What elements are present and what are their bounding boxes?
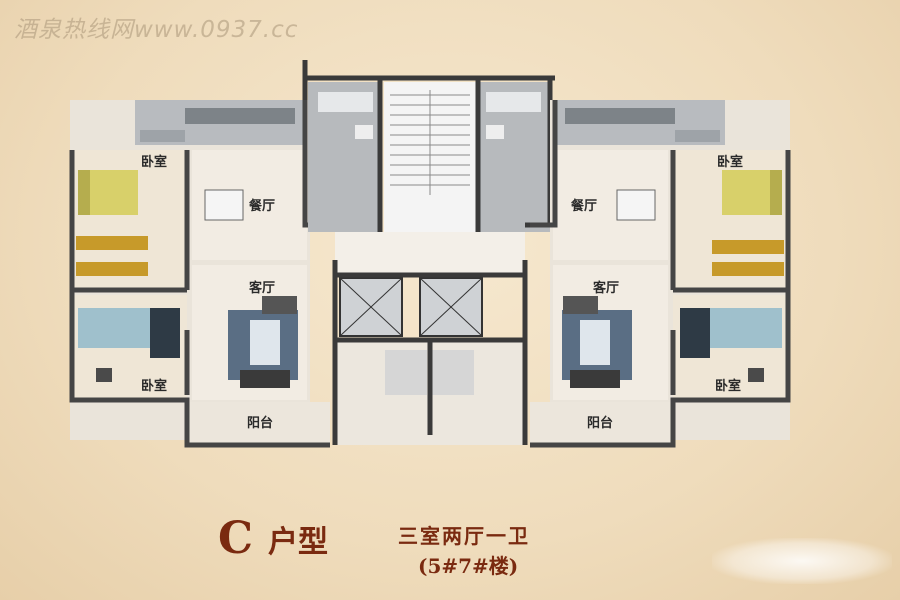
label-bedroom-left-top: 卧室: [141, 154, 167, 170]
label-bedroom-right-top: 卧室: [717, 154, 743, 170]
right-wardrobe-1: [712, 240, 784, 254]
center-core: [302, 60, 555, 445]
plan-building-numbers: (5#7#楼): [418, 554, 519, 578]
label-balcony-right: 阳台: [587, 415, 613, 431]
plan-room-count: 三室两厅一卫: [398, 524, 530, 548]
label-dining-left: 餐厅: [248, 198, 275, 214]
plan-type-label: 户型: [268, 525, 328, 560]
right-balcony: [530, 402, 675, 444]
label-balcony-left: 阳台: [247, 415, 273, 431]
label-bedroom-right-bottom: 卧室: [715, 378, 741, 394]
watermark-text: 酒泉热线网www.0937.cc: [14, 17, 299, 43]
label-bedroom-left-bottom: 卧室: [141, 378, 167, 394]
left-unit: [69, 100, 330, 448]
label-living-right: 客厅: [593, 280, 619, 296]
corridor: [335, 232, 525, 274]
right-dining-table: [616, 189, 656, 221]
right-unit: [530, 100, 791, 448]
left-wardrobe-2: [76, 262, 148, 276]
left-dining-table: [204, 189, 244, 221]
plan-type-letter: C: [218, 513, 254, 564]
blurred-logo: [712, 538, 892, 584]
right-wardrobe-2: [712, 262, 784, 276]
label-living-left: 客厅: [249, 280, 275, 296]
label-dining-right: 餐厅: [570, 198, 597, 214]
left-wardrobe-1: [76, 236, 148, 250]
left-balcony: [185, 402, 330, 444]
